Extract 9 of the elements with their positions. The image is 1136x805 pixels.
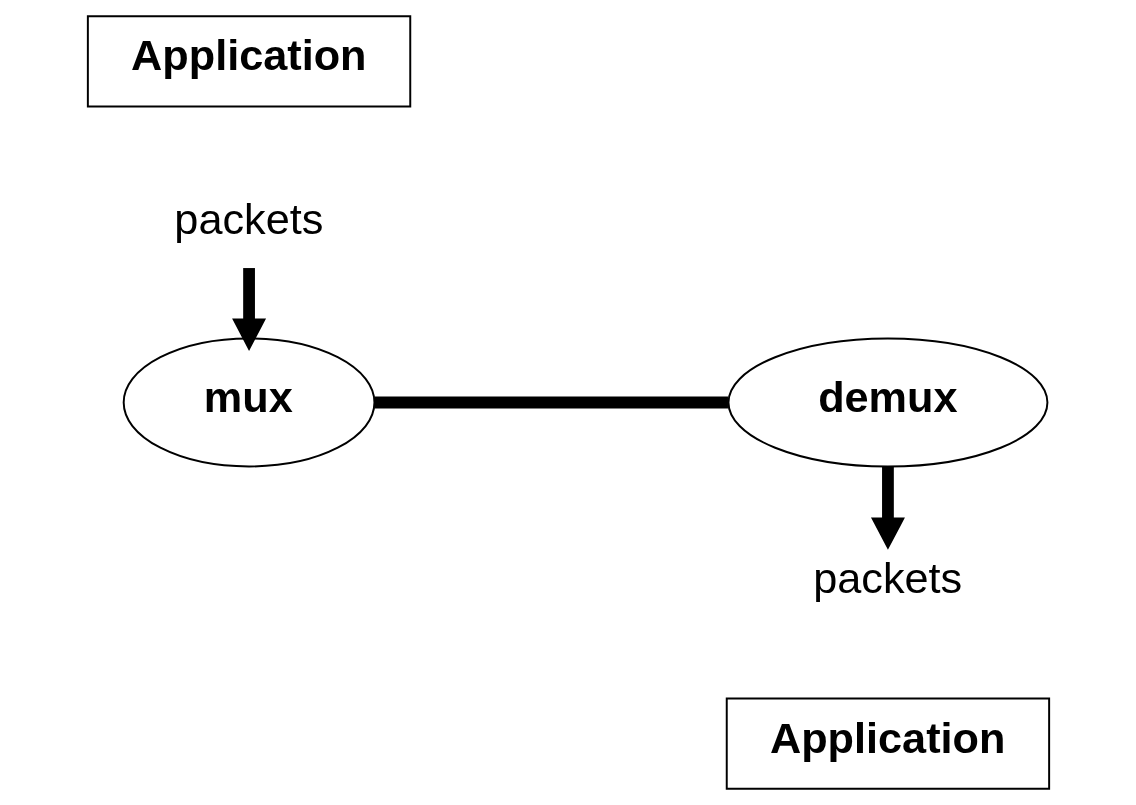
arrow bbox=[231, 268, 266, 351]
node-box: Application bbox=[725, 697, 1050, 790]
arrow bbox=[870, 466, 905, 550]
node-box: Application bbox=[86, 15, 411, 108]
connector bbox=[373, 396, 728, 409]
node-ellipse: mux bbox=[122, 337, 375, 468]
node-text: packets bbox=[173, 194, 323, 243]
node-text: packets bbox=[812, 554, 962, 603]
node-ellipse: demux bbox=[726, 337, 1048, 468]
